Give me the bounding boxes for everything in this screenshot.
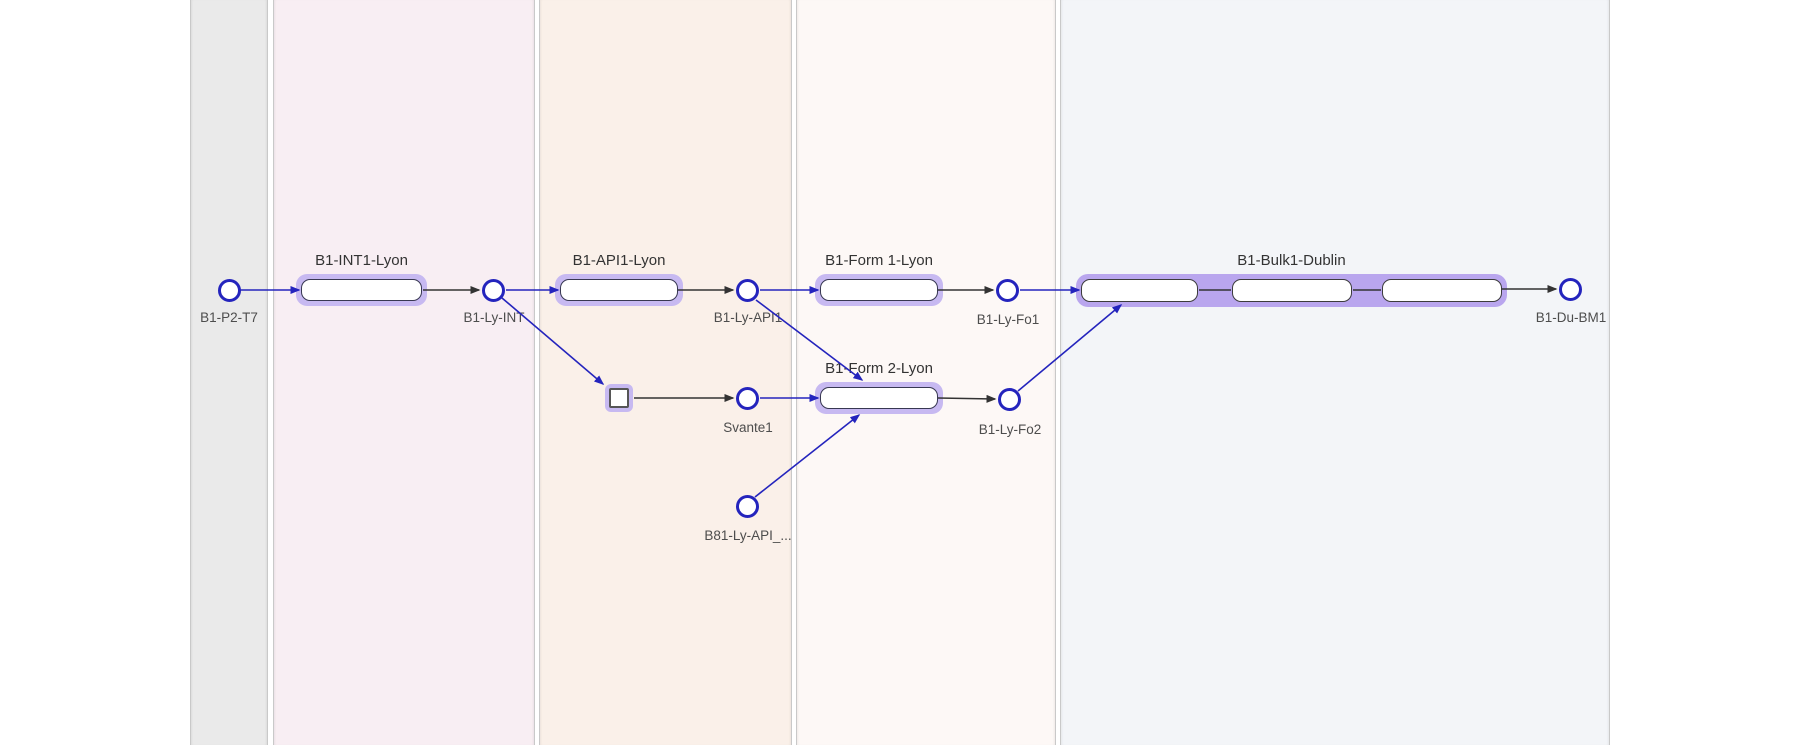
bulk-segment-3[interactable] — [1382, 279, 1502, 302]
buffer-node-b1-p2-t7[interactable] — [218, 279, 241, 302]
activity-label: B1-API1-Lyon — [572, 252, 666, 269]
activity-label: B1-Form 1-Lyon — [825, 252, 933, 269]
swimlane-5 — [1060, 0, 1610, 745]
buffer-label: B1-Ly-INT — [463, 310, 525, 325]
buffer-label: B1-Ly-Fo1 — [976, 312, 1040, 327]
activity-box-inner — [301, 279, 422, 301]
square-node[interactable] — [605, 384, 633, 412]
swimlane-3 — [539, 0, 792, 745]
buffer-node-svante1[interactable] — [736, 387, 759, 410]
activity-label: B1-Form 2-Lyon — [825, 360, 933, 377]
activity-box-inner — [820, 387, 938, 409]
activity-label: B1-Bulk1-Dublin — [1237, 252, 1346, 269]
activity-box-b1-form1-lyon[interactable] — [815, 274, 943, 306]
activity-box-inner — [560, 279, 678, 301]
buffer-label: B1-Ly-Fo2 — [978, 422, 1042, 437]
bulk-segment-2[interactable] — [1232, 279, 1352, 302]
buffer-node-b1-ly-api1[interactable] — [736, 279, 759, 302]
buffer-label: B81-Ly-API_... — [704, 528, 792, 543]
activity-box-inner — [820, 279, 938, 301]
buffer-node-b1-ly-fo2[interactable] — [998, 388, 1021, 411]
buffer-node-b1-ly-int[interactable] — [482, 279, 505, 302]
buffer-label: B1-P2-T7 — [200, 310, 258, 325]
activity-box-b1-form2-lyon[interactable] — [815, 382, 943, 414]
buffer-label: B1-Du-BM1 — [1535, 310, 1607, 325]
buffer-node-b1-du-bm1[interactable] — [1559, 278, 1582, 301]
buffer-node-b81-ly-api[interactable] — [736, 495, 759, 518]
bulk-segment-1[interactable] — [1081, 279, 1198, 302]
activity-label: B1-INT1-Lyon — [315, 252, 408, 269]
activity-box-b1-int1-lyon[interactable] — [296, 274, 427, 306]
activity-group-b1-bulk1-dublin[interactable] — [1076, 274, 1507, 307]
activity-box-b1-api1-lyon[interactable] — [555, 274, 683, 306]
swimlane-2 — [273, 0, 535, 745]
square-node-inner — [609, 388, 629, 408]
buffer-label: Svante1 — [723, 420, 773, 435]
buffer-label: B1-Ly-API1 — [713, 310, 783, 325]
buffer-node-b1-ly-fo1[interactable] — [996, 279, 1019, 302]
swimlane-1 — [190, 0, 268, 745]
